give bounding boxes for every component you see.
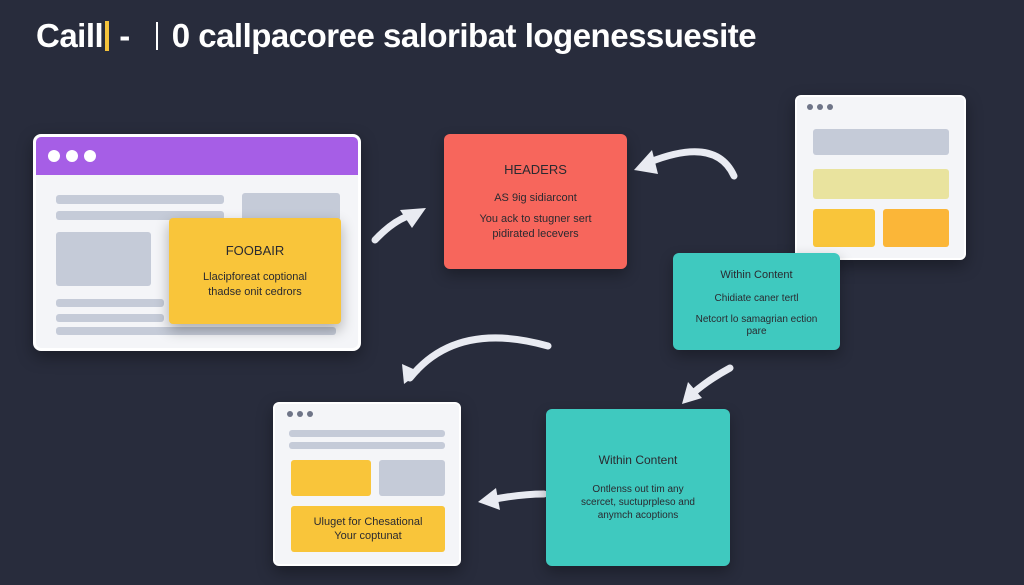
window-dot-icon <box>807 104 813 110</box>
brand-accent-bar <box>105 21 110 51</box>
right-window-titlebar <box>797 97 964 117</box>
placeholder-line <box>56 314 164 322</box>
card-line: AS 9ig sidiarcont <box>494 191 577 204</box>
placeholder-line <box>56 211 224 220</box>
note-line: Llacipforeat coptional <box>203 270 307 283</box>
right-browser-window <box>795 95 966 260</box>
note-line: Your coptunat <box>334 530 402 542</box>
placeholder-bar <box>813 169 949 199</box>
title-dash: - <box>119 17 130 54</box>
placeholder-bar <box>813 129 949 155</box>
arrowhead-3 <box>682 382 702 404</box>
card-line: You ack to stugner sert <box>479 212 592 225</box>
placeholder-block <box>813 209 875 247</box>
placeholder-block <box>379 460 445 496</box>
window-dot-icon <box>307 411 313 417</box>
arrow-bottom-card-to-window <box>486 490 548 504</box>
card-title: Within Content <box>598 453 678 467</box>
window-dot-icon <box>827 104 833 110</box>
window-dot-icon <box>817 104 823 110</box>
within-content-card-top: Within Content Chidiate caner tertl Netc… <box>673 253 840 350</box>
placeholder-block <box>291 460 371 496</box>
window-dot-icon <box>48 150 60 162</box>
placeholder-block <box>242 193 340 221</box>
window-dot-icon <box>66 150 78 162</box>
window-dot-icon <box>84 150 96 162</box>
card-line: pare <box>746 326 767 337</box>
bottom-browser-window: Uluget for Chesational Your coptunat <box>273 402 461 566</box>
foobair-note-card: FOOBAIR Llacipforeat coptional thadse on… <box>169 218 341 324</box>
note-title: FOOBAIR <box>225 242 285 258</box>
placeholder-line <box>289 442 445 449</box>
arrowhead-4 <box>402 364 420 384</box>
main-window-titlebar <box>36 137 358 175</box>
within-content-card-bottom: Within Content Ontlenss out tim any scer… <box>546 409 730 566</box>
card-line: scercet, suctuprpleso and <box>581 497 695 508</box>
brand-name: Caill <box>36 17 104 54</box>
card-line: Netcort lo samagrian ection <box>695 314 818 325</box>
title-separator <box>155 22 158 50</box>
placeholder-line <box>56 299 164 307</box>
bottom-window-titlebar <box>275 404 459 424</box>
arrow-curve-to-main <box>406 334 552 382</box>
card-title: HEADERS <box>504 161 567 177</box>
arrowhead-2 <box>634 150 658 174</box>
headers-card: HEADERS AS 9ig sidiarcont You ack to stu… <box>444 134 627 269</box>
card-line: anymch acoptions <box>597 510 679 521</box>
window-dot-icon <box>297 411 303 417</box>
placeholder-line <box>56 327 336 335</box>
arrow-main-to-headers <box>371 212 412 244</box>
page-title: Caill - 0 callpacoree saloribat logeness… <box>36 14 757 58</box>
arrowhead-5 <box>478 488 500 510</box>
title-text: 0 callpacoree saloribat logenessuesite <box>171 17 757 54</box>
placeholder-line <box>289 430 445 437</box>
note-line: thadse onit cedrors <box>208 285 302 298</box>
card-title: Within Content <box>720 269 793 281</box>
card-line: pidirated lecevers <box>492 227 579 240</box>
arrow-within-to-bottom-card <box>688 364 734 398</box>
placeholder-line <box>56 195 224 204</box>
window-dot-icon <box>287 411 293 417</box>
note-line: Uluget for Chesational <box>313 516 423 528</box>
card-line: Ontlenss out tim any <box>592 484 684 495</box>
arrowhead-1 <box>400 208 426 228</box>
placeholder-block <box>883 209 949 247</box>
card-line: Chidiate caner tertl <box>714 293 799 304</box>
arrow-right-window-to-headers <box>646 148 738 180</box>
bottom-note-block: Uluget for Chesational Your coptunat <box>291 506 445 552</box>
placeholder-image <box>56 232 151 286</box>
